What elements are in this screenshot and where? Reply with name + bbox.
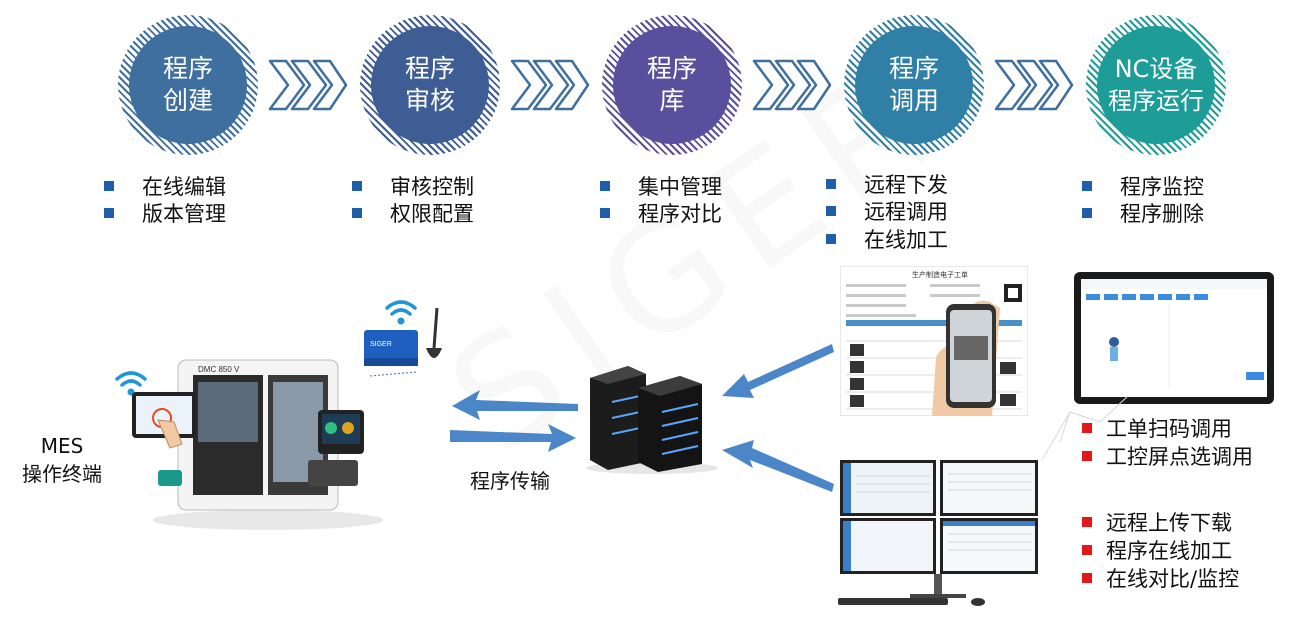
svg-text:SIGER: SIGER: [370, 341, 392, 348]
chevron-arrow-icon: [994, 59, 1074, 111]
list-item: 工单扫码调用: [1082, 414, 1253, 442]
chevron-arrow-icon: [510, 59, 590, 111]
list-item: 审核控制: [352, 172, 474, 200]
gateway-device-image: SIGER: [364, 307, 442, 377]
multi-monitor-image: [838, 460, 1038, 606]
bullet-icon: [826, 206, 836, 217]
list-item: 远程下发: [826, 170, 948, 198]
stage-bullets-library: 集中管理 程序对比: [600, 172, 722, 227]
stage-nc-run: NC设备 程序运行: [1086, 15, 1226, 155]
list-item: 程序删除: [1082, 200, 1204, 228]
bullet-icon: [1082, 423, 1092, 433]
bullet-icon: [826, 178, 836, 189]
bullet-icon: [1082, 573, 1092, 583]
list-item: 版本管理: [104, 200, 226, 228]
stage-program-create: 程序 创建: [118, 15, 258, 155]
stage-label: 程序 调用: [855, 26, 973, 144]
stage-bullets-call: 远程下发 远程调用 在线加工: [826, 170, 948, 253]
list-item: 远程调用: [826, 198, 948, 226]
bullet-icon: [600, 180, 610, 191]
transfer-label: 程序传输: [470, 469, 550, 493]
stage-bullets-create: 在线编辑 版本管理: [104, 172, 226, 227]
list-item: 程序监控: [1082, 172, 1204, 200]
stage-label: 程序 审核: [371, 26, 489, 144]
chevron-arrow-icon: [752, 59, 832, 111]
wifi-icon: [115, 371, 147, 396]
double-arrow-icon: [450, 390, 578, 452]
stage-program-call: 程序 调用: [844, 15, 984, 155]
chevron-arrow-icon: [268, 59, 348, 111]
bullet-icon: [826, 233, 836, 244]
svg-text:生产制造电子工单: 生产制造电子工单: [912, 270, 968, 279]
list-item: 程序在线加工: [1082, 536, 1239, 564]
bullet-icon: [352, 208, 362, 219]
work-order-image: 生产制造电子工单: [840, 266, 1028, 416]
stage-label: NC设备 程序运行: [1097, 26, 1215, 144]
mes-terminal-label: MES 操作终端: [22, 434, 102, 486]
bullet-icon: [600, 208, 610, 219]
stage-label: 程序 库: [613, 26, 731, 144]
bullet-icon: [1082, 208, 1092, 219]
network-lines: [1041, 395, 1129, 461]
server-image: [586, 366, 718, 474]
bullet-icon: [352, 180, 362, 191]
bullet-icon: [1082, 545, 1092, 555]
stage-bullets-nc: 程序监控 程序删除: [1082, 172, 1204, 227]
list-item: 在线编辑: [104, 172, 226, 200]
industrial-screen-image: [1074, 272, 1274, 404]
bullet-icon: [1082, 451, 1092, 461]
bullet-icon: [1082, 517, 1092, 527]
bullet-icon: [104, 180, 114, 191]
wifi-icon: [385, 300, 417, 325]
bullet-icon: [104, 208, 114, 219]
list-item: 在线加工: [826, 225, 948, 253]
list-item: 工控屏点选调用: [1082, 442, 1253, 470]
list-item: 程序对比: [600, 200, 722, 228]
stage-bullets-review: 审核控制 权限配置: [352, 172, 474, 227]
stage-program-review: 程序 审核: [360, 15, 500, 155]
cnc-machine-image: DMC 850 V: [132, 359, 383, 530]
bullet-icon: [1082, 180, 1092, 191]
list-item: 集中管理: [600, 172, 722, 200]
stage-program-library: 程序 库: [602, 15, 742, 155]
list-item: 远程上传下载: [1082, 508, 1239, 536]
list-item: 在线对比/监控: [1082, 564, 1239, 592]
stage-label: 程序 创建: [129, 26, 247, 144]
scan-bullets: 工单扫码调用 工控屏点选调用: [1082, 414, 1253, 470]
monitor-bullets: 远程上传下载 程序在线加工 在线对比/监控: [1082, 508, 1239, 592]
svg-text:DMC 850 V: DMC 850 V: [198, 365, 240, 374]
incoming-arrow-icon: [722, 344, 834, 492]
list-item: 权限配置: [352, 200, 474, 228]
